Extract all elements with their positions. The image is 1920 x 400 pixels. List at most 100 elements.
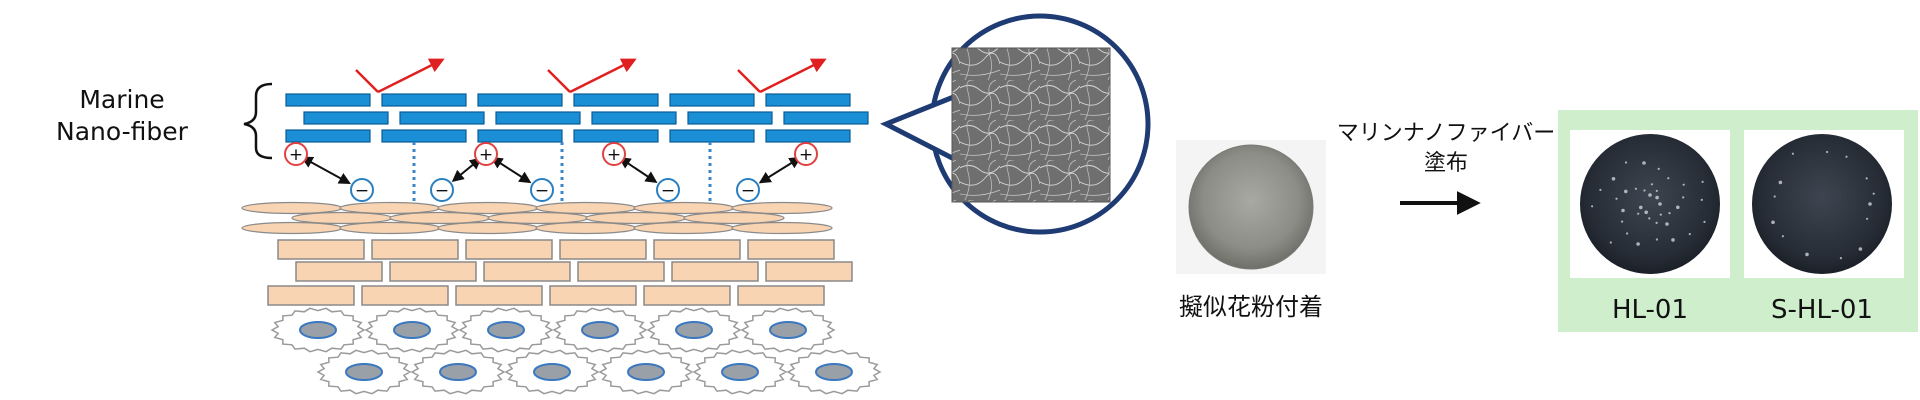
coating-step-line1: マリンナノファイバー (1337, 121, 1555, 146)
pollen-speck (1805, 252, 1809, 257)
positive-charge (794, 142, 818, 166)
stratum-corneum-cell (389, 211, 491, 225)
epidermis-cell (765, 261, 853, 282)
pollen-speck (1609, 241, 1612, 244)
epidermis-cell (671, 261, 759, 282)
pollen-speck (1773, 195, 1776, 198)
coating-step: マリンナノファイバー 塗布 (1337, 121, 1555, 215)
pollen-speck (1868, 202, 1872, 206)
stratum-corneum-cell (241, 221, 343, 235)
cell-nucleus (721, 363, 759, 381)
magnifier-callout (879, 13, 1151, 235)
pollen-speck (1599, 188, 1602, 191)
pollen-speck (1865, 177, 1868, 180)
incoming-ray (547, 69, 571, 93)
pollen-speck (1637, 212, 1640, 215)
cell-nucleus (627, 363, 665, 381)
reflected-ray (377, 58, 445, 94)
attraction-arrow (300, 156, 351, 184)
cell-nucleus (675, 321, 713, 339)
pollen-speck (1621, 208, 1625, 213)
pollen-speck (1659, 213, 1662, 216)
epidermis-cell (549, 285, 637, 306)
epidermis-cell (737, 285, 825, 306)
fiber-bar (285, 93, 371, 107)
negative-charge (430, 178, 454, 202)
negative-charge-symbol: − (661, 181, 675, 201)
fiber-bar (399, 111, 485, 125)
fiber-bar (495, 111, 581, 125)
negative-charge (530, 178, 554, 202)
nano-fiber-label: Nano-fiber (56, 117, 189, 146)
epidermis-cell (465, 239, 553, 260)
cell-nucleus (769, 321, 807, 339)
stratum-corneum-cell (535, 221, 637, 235)
pollen-speck (1650, 183, 1653, 186)
stratum-corneum-cell (633, 201, 735, 215)
attraction-arrow (451, 157, 482, 183)
cell-nucleus (439, 363, 477, 381)
incoming-ray (737, 69, 761, 93)
incoming-ray (355, 69, 379, 93)
pollen-speck (1642, 161, 1646, 165)
cell-nucleus (581, 321, 619, 339)
fiber-bar (285, 129, 371, 143)
pollen-speck (1611, 177, 1616, 181)
charge-interactions: ++++−−−−− (284, 142, 818, 202)
negative-charge-symbol: − (535, 181, 549, 201)
fiber-sem-image (951, 47, 1111, 203)
fiber-bar (573, 129, 659, 143)
pollen-speck (1644, 210, 1648, 215)
positive-charge-symbol: + (799, 145, 813, 165)
positive-charge (284, 142, 308, 166)
pollen-speck (1771, 220, 1775, 225)
fiber-bar (303, 111, 389, 125)
pollen-speck (1665, 222, 1669, 226)
pollen-speck (1658, 202, 1662, 206)
coating-step-line2: 塗布 (1424, 151, 1468, 176)
pollen-speck (1839, 257, 1842, 260)
pollen-sample-caption: 擬似花粉付着 (1179, 293, 1323, 321)
epidermis-cell (559, 239, 647, 260)
stratum-corneum-cell (731, 201, 833, 215)
stratum-corneum-cell (731, 221, 833, 235)
fiber-bar (477, 129, 563, 143)
positive-charge (602, 142, 626, 166)
epidermis-cell (455, 285, 543, 306)
fiber-bar (687, 111, 773, 125)
reflected-ray (569, 58, 637, 94)
pollen-speck (1858, 247, 1863, 251)
epidermis-cell (483, 261, 571, 282)
pollen-speck (1667, 177, 1670, 180)
pollen-sample: 擬似花粉付着 (1176, 140, 1326, 321)
fiber-bar (765, 93, 851, 107)
fiber-bar (381, 93, 467, 107)
pollen-speck (1648, 217, 1651, 220)
stratum-corneum-cell (241, 201, 343, 215)
pollen-speck (1615, 197, 1618, 200)
pollen-speck (1624, 189, 1628, 194)
stratum-corneum-cell (487, 211, 589, 225)
stratum-corneum-cell (683, 211, 785, 225)
epidermis-cell (747, 239, 835, 260)
pollen-speck (1688, 233, 1691, 236)
pollen-speck (1655, 195, 1659, 200)
negative-charge (656, 178, 680, 202)
negative-charge-symbol: − (741, 181, 755, 201)
negative-charge (736, 178, 760, 202)
stratum-corneum-cell (437, 221, 539, 235)
epidermis-cell (361, 285, 449, 306)
pollen-speck (1866, 217, 1869, 220)
fiber-bar (765, 129, 851, 143)
pollen-speck (1781, 235, 1784, 238)
cell-nucleus (345, 363, 383, 381)
positive-charge-symbol: + (289, 145, 303, 165)
stratum-corneum-cell (535, 201, 637, 215)
attraction-arrow (490, 156, 532, 184)
cell-nucleus (815, 363, 853, 381)
pollen-speck (1791, 152, 1794, 155)
negative-charge-symbol: − (355, 181, 369, 201)
positive-charge-symbol: + (607, 145, 621, 165)
